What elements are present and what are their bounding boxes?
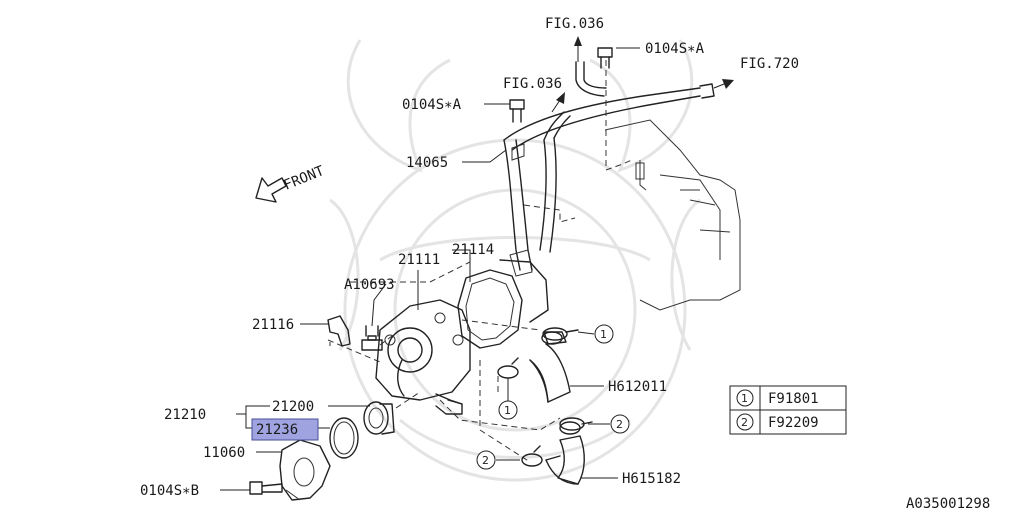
svg-text:F92209: F92209 — [768, 415, 819, 431]
pipe-14065 — [503, 61, 715, 277]
callout-1-upper: 1 — [594, 324, 614, 344]
svg-text:1: 1 — [600, 328, 607, 341]
hose-h612011 — [529, 331, 571, 403]
fig036-mid-arrow-icon — [551, 92, 565, 113]
svg-text:1: 1 — [741, 392, 748, 405]
hose-h615182 — [545, 421, 585, 485]
label-0104s-b: 0104S∗B — [140, 483, 199, 499]
gasket-21114 — [457, 259, 549, 349]
legend-row-2: 2 F92209 — [736, 413, 819, 431]
clamp-1-upper — [542, 327, 579, 341]
label-fig036-top: FIG.036 — [545, 16, 604, 32]
clamp-2-upper — [559, 417, 593, 431]
bolt-0104s-a-mid — [509, 99, 525, 123]
fig720-arrow-icon — [713, 79, 734, 89]
label-a10693: A10693 — [344, 277, 395, 293]
clamp-2-lower — [521, 445, 543, 467]
bolt-0104s-a-top — [597, 47, 613, 69]
leader-lines — [220, 47, 640, 491]
thermostat-cover-11060 — [279, 439, 331, 501]
label-21210: 21210 — [164, 407, 206, 423]
thermostat-21200 — [363, 401, 395, 435]
legend-table: 1 F91801 2 F92209 — [729, 385, 847, 435]
front-label: FRONT — [282, 163, 328, 194]
label-21200: 21200 — [272, 399, 314, 415]
label-21236: 21236 — [256, 422, 298, 438]
label-21114: 21114 — [452, 242, 494, 258]
legend-row-1: 1 F91801 — [736, 389, 819, 407]
label-14065: 14065 — [406, 155, 448, 171]
diagram-id: A035001298 — [906, 496, 990, 512]
front-arrow-icon — [255, 177, 287, 203]
label-21111: 21111 — [398, 252, 440, 268]
gasket-21236 — [329, 417, 359, 459]
callout-2-lower: 2 — [476, 450, 496, 470]
callout-1-lower: 1 — [498, 400, 518, 420]
svg-text:2: 2 — [741, 416, 748, 429]
label-h612011: H612011 — [608, 379, 667, 395]
engine-block — [604, 119, 741, 311]
label-0104s-a-mid: 0104S∗A — [402, 97, 462, 113]
label-0104s-a-top: 0104S∗A — [645, 41, 705, 57]
svg-text:F91801: F91801 — [768, 391, 819, 407]
water-pump-21111 — [375, 299, 471, 415]
label-21116: 21116 — [252, 317, 294, 333]
callout-2-upper: 2 — [610, 414, 630, 434]
label-11060: 11060 — [203, 445, 245, 461]
highlight-box — [251, 418, 319, 441]
svg-text:2: 2 — [616, 418, 623, 431]
bolt-a10693 — [361, 325, 383, 351]
pipe-21116 — [327, 315, 351, 347]
label-fig036-mid: FIG.036 — [503, 76, 562, 92]
svg-text:2: 2 — [482, 454, 489, 467]
fig036-top-arrow-icon — [574, 36, 582, 62]
guide-lines — [327, 60, 633, 463]
label-fig720: FIG.720 — [740, 56, 799, 72]
label-h615182: H615182 — [622, 471, 681, 487]
bolt-0104s-b — [249, 481, 283, 495]
clamp-1-lower — [497, 357, 519, 379]
svg-text:1: 1 — [504, 404, 511, 417]
